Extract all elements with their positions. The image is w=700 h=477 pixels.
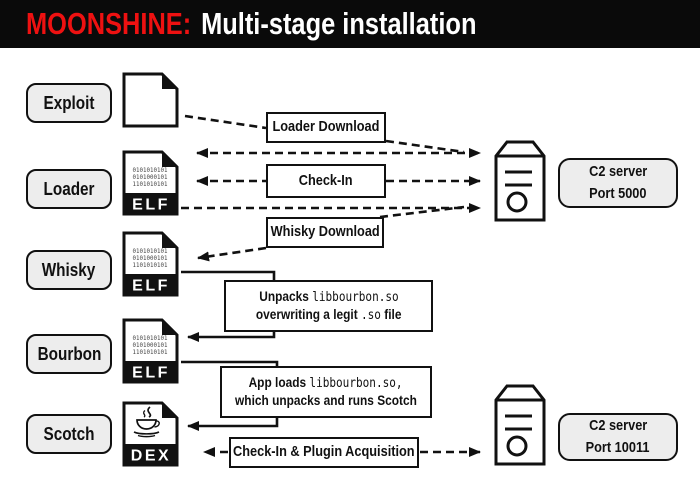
page-title: Multi-stage installation: [201, 6, 477, 41]
stage-box-whisky: Whisky: [26, 250, 112, 290]
dex-badge: DEX: [131, 448, 171, 465]
server-label-c2-10011: C2 server Port 10011: [558, 413, 678, 461]
message-unpacks-line2: overwriting a legit .so file: [255, 306, 402, 323]
elf-file-icon-whisky: 0101010101 0101000101 1101010101 ELF: [122, 231, 179, 297]
message-unpacks-line1: Unpacks libbourbon.so: [258, 287, 399, 305]
elf-file-icon-loader: 0101010101 0101000101 1101010101 ELF: [122, 150, 179, 216]
message-checkin-plugin: Check-In & Plugin Acquisition: [229, 437, 419, 468]
java-coffee-cup-icon: [133, 406, 160, 438]
server-name: C2 server: [588, 417, 648, 435]
elf-badge: ELF: [132, 197, 170, 214]
message-unpacks: Unpacks libbourbon.so overwriting a legi…: [224, 280, 433, 332]
stage-label-bourbon: Bourbon: [37, 343, 101, 364]
message-checkin-plugin-label: Check-In & Plugin Acquisition: [233, 443, 415, 461]
elf-file-icon-bourbon: 0101010101 0101000101 1101010101 ELF: [122, 318, 179, 384]
message-whisky-download-label: Whisky Download: [270, 223, 380, 241]
stage-box-loader: Loader: [26, 169, 112, 209]
binary-text: 0101010101: [133, 336, 168, 342]
server-port: Port 10011: [586, 439, 650, 456]
stage-box-exploit: Exploit: [26, 83, 112, 123]
binary-text: 0101010101: [133, 249, 168, 255]
server-tower-icon-c2-10011: [494, 384, 546, 466]
stage-box-scotch: Scotch: [26, 414, 112, 454]
stage-label-whisky: Whisky: [42, 259, 96, 280]
stage-box-bourbon: Bourbon: [26, 334, 112, 374]
binary-text: 0101000101: [133, 343, 168, 349]
binary-text: 1101010101: [133, 350, 168, 356]
message-check-in-label: Check-In: [299, 171, 353, 189]
message-check-in: Check-In: [266, 164, 386, 198]
stage-label-scotch: Scotch: [43, 423, 95, 444]
binary-text: 0101000101: [133, 256, 168, 262]
message-app-loads-line2: which unpacks and runs Scotch: [235, 392, 417, 409]
server-label-c2-5000: C2 server Port 5000: [558, 158, 678, 208]
message-loader-download-label: Loader Download: [272, 118, 380, 136]
arrow-whisky-download-to-whisky: [197, 246, 267, 262]
title-banner: MOONSHINE: Multi-stage installation: [0, 0, 700, 48]
message-whisky-download: Whisky Download: [266, 217, 384, 248]
stage-label-loader: Loader: [43, 178, 95, 199]
blank-document-icon: [122, 72, 179, 128]
message-app-loads: App loads libbourbon.so, which unpacks a…: [220, 366, 432, 418]
binary-text: 0101010101: [133, 168, 168, 174]
message-app-loads-line1: App loads libbourbon.so,: [249, 374, 403, 392]
binary-text: 0101000101: [133, 175, 168, 181]
server-tower-icon-c2-5000: [494, 140, 546, 222]
banner-brand: MOONSHINE:: [26, 6, 192, 41]
stage-label-exploit: Exploit: [43, 92, 95, 113]
server-name: C2 server: [588, 163, 648, 181]
elf-badge: ELF: [132, 365, 170, 382]
server-port: Port 5000: [589, 185, 647, 202]
binary-text: 1101010101: [133, 182, 168, 188]
arrow-loader-download-to-c2: [385, 139, 465, 154]
arrow-whisky-download-to-c2: [379, 205, 465, 219]
arrow-exploit-to-loader-download: [184, 114, 267, 130]
binary-text: 1101010101: [133, 263, 168, 269]
dex-file-icon-scotch: DEX: [122, 401, 179, 467]
elf-badge: ELF: [132, 278, 170, 295]
message-loader-download: Loader Download: [266, 112, 386, 143]
